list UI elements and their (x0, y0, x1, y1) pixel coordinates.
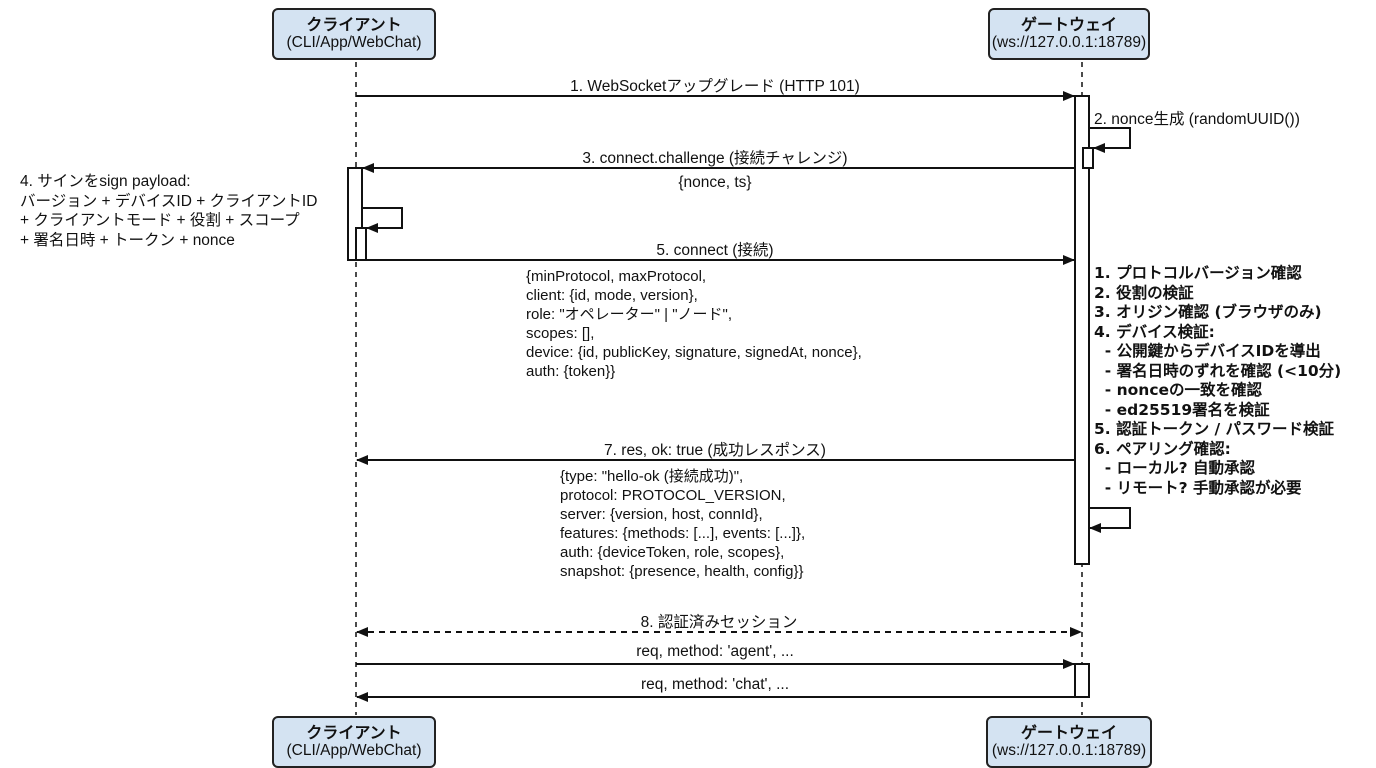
participant-name: ゲートウェイ (1020, 722, 1117, 742)
participant-subtitle: (ws://127.0.0.1:18789) (991, 742, 1147, 760)
gateway-activation-nonce (1082, 147, 1094, 169)
message-label-5: 5. connect (接続) (656, 242, 774, 259)
note-sign-payload: 4. サインをsign payload: バージョン + デバイスID + クラ… (20, 173, 318, 249)
participant-name: クライアント (306, 14, 402, 34)
gateway-activation-main (1074, 95, 1090, 565)
participant-client-top: クライアント (CLI/App/WebChat) (272, 8, 436, 60)
message-label-8: 8. 認証済みセッション (640, 614, 798, 631)
participant-gateway-bottom: ゲートウェイ (ws://127.0.0.1:18789) (986, 716, 1152, 768)
message-label-7: 7. res, ok: true (成功レスポンス) (604, 442, 826, 459)
message-arrow-2 (1089, 127, 1131, 153)
participant-client-bottom: クライアント (CLI/App/WebChat) (272, 716, 436, 768)
message-payload-7: {type: "hello-ok (接続成功)", protocol: PROT… (560, 468, 806, 580)
message-payload-5: {minProtocol, maxProtocol, client: {id, … (526, 268, 862, 380)
note-gateway-verification: 1. プロトコルバージョン確認 2. 役割の検証 3. オリジン確認 (ブラウザ… (1094, 264, 1342, 497)
message-arrow-4 (362, 207, 403, 233)
message-label-3: 3. connect.challenge (接続チャレンジ) (582, 150, 848, 167)
participant-gateway-top: ゲートウェイ (ws://127.0.0.1:18789) (988, 8, 1150, 60)
participant-name: クライアント (306, 722, 402, 742)
message-payload-3: {nonce, ts} (678, 174, 752, 191)
participant-subtitle: (ws://127.0.0.1:18789) (991, 34, 1147, 52)
message-label-req-agent: req, method: 'agent', ... (636, 643, 794, 660)
participant-name: ゲートウェイ (1020, 14, 1117, 34)
message-arrow-6 (1089, 507, 1131, 533)
message-label-2: 2. nonce生成 (randomUUID()) (1094, 111, 1300, 128)
message-label-1: 1. WebSocketアップグレード (HTTP 101) (570, 78, 860, 95)
participant-subtitle: (CLI/App/WebChat) (286, 34, 422, 52)
gateway-activation-req (1074, 663, 1090, 698)
message-label-req-chat: req, method: 'chat', ... (640, 676, 790, 693)
participant-subtitle: (CLI/App/WebChat) (286, 742, 422, 760)
